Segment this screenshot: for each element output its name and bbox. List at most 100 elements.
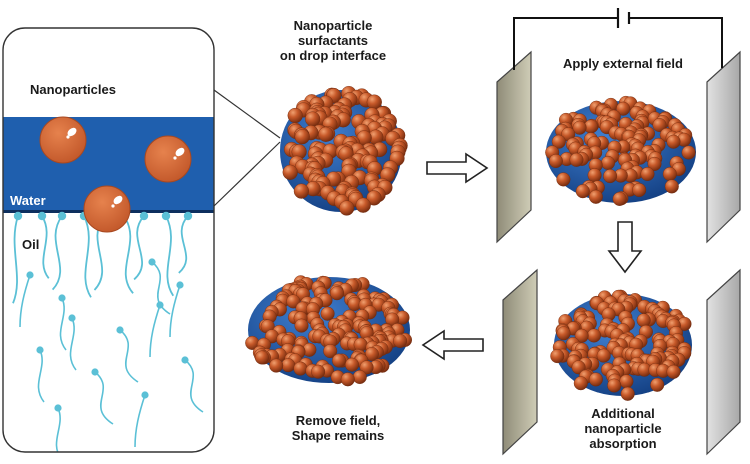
surfactant-head <box>26 271 34 279</box>
nanoparticle <box>652 117 667 132</box>
surfactant-tail <box>178 215 189 274</box>
surfactant-tail <box>83 215 92 298</box>
nanoparticle-inset-2 <box>144 135 192 183</box>
nanoparticle <box>666 134 681 149</box>
surfactant-head <box>54 404 62 412</box>
nanoparticle <box>305 111 321 127</box>
nanoparticle <box>320 306 335 321</box>
nanoparticle <box>293 183 310 199</box>
nanoparticle <box>640 166 655 181</box>
arrow-right-icon <box>426 152 489 184</box>
nanoparticle <box>330 286 345 301</box>
nanoparticle <box>636 313 651 328</box>
surfactant-head <box>91 368 99 376</box>
nanoparticle <box>393 333 408 348</box>
nanoparticles-label: Nanoparticles <box>30 82 116 97</box>
nanoparticle <box>352 370 367 385</box>
stage3-label-line3: absorption <box>589 436 657 451</box>
surfactant-head <box>141 391 149 399</box>
nanoparticle <box>571 360 586 375</box>
surfactant-tail <box>51 215 63 291</box>
nanoparticle <box>588 189 603 204</box>
water-label: Water <box>10 193 46 208</box>
surfactant-tail <box>134 394 146 448</box>
nanoparticle <box>294 318 309 333</box>
nanoparticle <box>616 101 631 116</box>
stage2-label: Apply external field <box>563 56 683 71</box>
surfactant-head <box>13 211 23 221</box>
nanoparticle <box>339 200 355 216</box>
inset-nanoparticles <box>39 116 192 233</box>
surfactant-head <box>139 211 149 221</box>
nanoparticle <box>294 129 310 145</box>
stage4-label: Remove field, Shape remains <box>258 413 418 443</box>
oil-label: Oil <box>22 237 40 252</box>
surfactant-tail <box>165 215 175 297</box>
nanoparticle <box>662 166 677 181</box>
arrow-left-icon <box>421 329 484 361</box>
nanoparticle <box>550 349 565 364</box>
nanoparticle <box>311 364 326 379</box>
nanoparticle <box>569 152 584 167</box>
interface-inset <box>2 27 215 453</box>
nanoparticle <box>575 184 590 199</box>
nanoparticle <box>269 358 284 373</box>
nanoparticle <box>323 344 338 359</box>
nanoparticle <box>619 374 634 389</box>
surfactant-tail <box>59 297 67 351</box>
surfactant-tail <box>55 407 63 452</box>
surfactant-tail <box>123 215 134 294</box>
nanoparticle <box>588 372 603 387</box>
nanoparticle <box>620 386 635 401</box>
surfactant-head <box>37 211 47 221</box>
nanoparticle <box>318 126 334 142</box>
surfactant-head <box>176 281 184 289</box>
surfactant-tail <box>169 284 181 338</box>
stage1-label-line1: Nanoparticle <box>293 18 373 33</box>
nanoparticle <box>601 155 616 170</box>
surfactant-head <box>156 301 164 309</box>
nanoparticle <box>281 358 296 373</box>
stage4-label-line2: Shape remains <box>291 428 385 443</box>
stage1-label-line3: on drop interface <box>279 48 387 63</box>
surfactant-tail <box>184 359 204 413</box>
zoom-line-top <box>213 89 281 139</box>
nanoparticle <box>607 378 622 393</box>
nanoparticle <box>666 364 681 379</box>
surfactant-tail <box>69 317 77 371</box>
plate-left-bottom <box>502 268 538 456</box>
zoom-line-bottom <box>213 141 281 207</box>
surfactant-molecules <box>12 211 204 452</box>
plate-right-bottom <box>706 268 741 456</box>
nanoparticle <box>596 348 611 363</box>
nanoparticle <box>293 361 308 376</box>
stage1-label-line2: surfactants <box>297 33 369 48</box>
nanoparticle <box>612 191 627 206</box>
nanoparticle <box>587 168 602 183</box>
nanoparticle <box>332 353 347 368</box>
surfactant-tail <box>133 215 145 281</box>
nanoparticle <box>359 360 374 375</box>
battery-icon <box>513 8 723 70</box>
surfactant-tail <box>151 261 171 315</box>
surfactant-tail <box>149 304 161 358</box>
nanoparticle <box>556 172 571 187</box>
field-plates-top <box>496 50 741 244</box>
stage3-label: Additional nanoparticle absorption <box>548 406 698 451</box>
nanoparticle <box>287 107 303 124</box>
drop-additional-absorption <box>550 289 692 401</box>
stage4-label-line1: Remove field, <box>295 413 381 428</box>
nanoparticle-inset-3 <box>83 185 131 233</box>
drop-spherical <box>280 85 408 216</box>
nanoparticle <box>340 372 355 387</box>
nanoparticle <box>551 134 566 149</box>
nanoparticle <box>664 179 679 194</box>
stage3-label-line1: Additional <box>591 406 655 421</box>
nanoparticle <box>650 377 665 392</box>
nanoparticle <box>254 350 269 365</box>
surfactant-head <box>148 258 156 266</box>
nanoparticle <box>573 376 588 391</box>
nanoparticle <box>572 120 587 135</box>
plate-right-top <box>706 50 741 244</box>
